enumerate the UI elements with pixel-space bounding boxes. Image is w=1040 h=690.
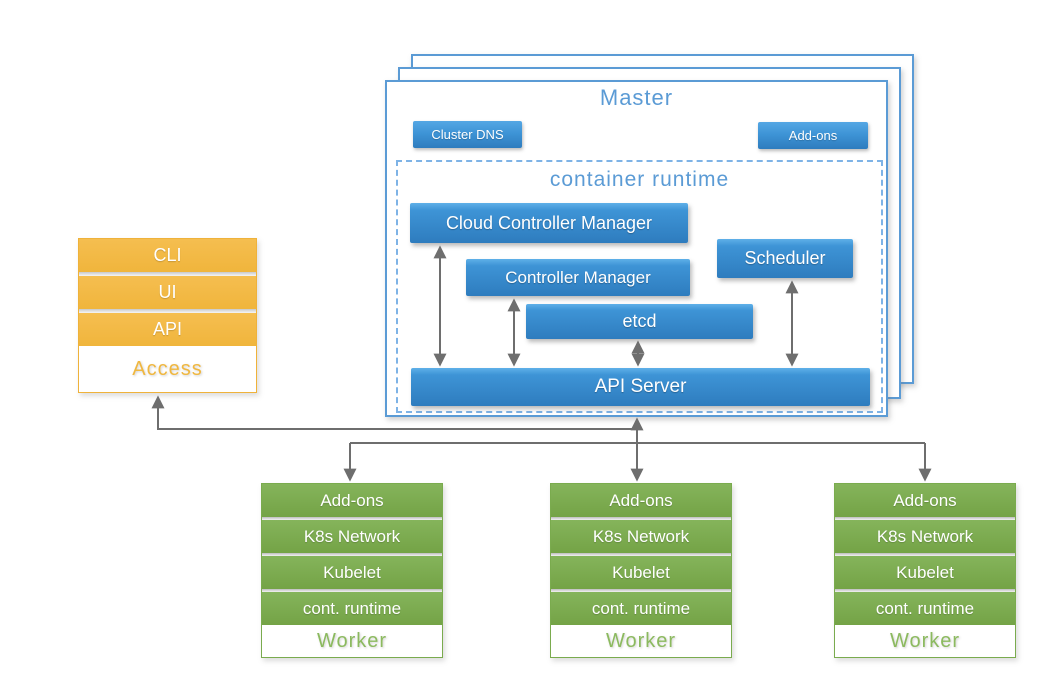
separator: [79, 272, 256, 276]
controller-manager-box: Controller Manager: [466, 259, 690, 296]
worker-item-addons: Add-ons: [551, 484, 731, 517]
separator: [79, 309, 256, 313]
worker-title: Worker: [316, 629, 388, 652]
worker-item-kubelet: Kubelet: [835, 556, 1015, 589]
worker-title: Worker: [889, 629, 961, 652]
access-box: CLI UI API Access: [78, 238, 257, 393]
worker-node-3: Add-ons K8s Network Kubelet cont. runtim…: [834, 483, 1016, 658]
worker-title: Worker: [605, 629, 677, 652]
worker-item-addons: Add-ons: [835, 484, 1015, 517]
separator: [262, 553, 442, 556]
worker-item-addons: Add-ons: [262, 484, 442, 517]
cloud-controller-manager-box: Cloud Controller Manager: [410, 203, 688, 243]
worker-item-cont-runtime: cont. runtime: [835, 592, 1015, 625]
worker-item-k8s-network: K8s Network: [262, 520, 442, 553]
master-title: Master: [599, 85, 674, 110]
separator: [262, 517, 442, 520]
worker-item-kubelet: Kubelet: [262, 556, 442, 589]
cluster-dns-badge: Cluster DNS: [413, 121, 522, 148]
separator: [262, 589, 442, 592]
worker-item-cont-runtime: cont. runtime: [262, 592, 442, 625]
master-addons-badge: Add-ons: [758, 122, 868, 149]
worker-node-2: Add-ons K8s Network Kubelet cont. runtim…: [550, 483, 732, 658]
worker-item-k8s-network: K8s Network: [551, 520, 731, 553]
access-item-cli: CLI: [79, 239, 256, 272]
access-item-api: API: [79, 313, 256, 346]
worker-item-cont-runtime: cont. runtime: [551, 592, 731, 625]
etcd-box: etcd: [526, 304, 753, 339]
worker-node-1: Add-ons K8s Network Kubelet cont. runtim…: [261, 483, 443, 658]
access-item-ui: UI: [79, 276, 256, 309]
api-server-box: API Server: [411, 368, 870, 406]
separator: [551, 589, 731, 592]
container-runtime-title: container runtime: [549, 168, 730, 191]
separator: [551, 553, 731, 556]
separator: [551, 517, 731, 520]
separator: [835, 589, 1015, 592]
access-title: Access: [132, 357, 203, 380]
scheduler-box: Scheduler: [717, 239, 853, 278]
worker-item-k8s-network: K8s Network: [835, 520, 1015, 553]
separator: [835, 517, 1015, 520]
separator: [835, 553, 1015, 556]
container-runtime-box: [396, 160, 883, 413]
worker-item-kubelet: Kubelet: [551, 556, 731, 589]
